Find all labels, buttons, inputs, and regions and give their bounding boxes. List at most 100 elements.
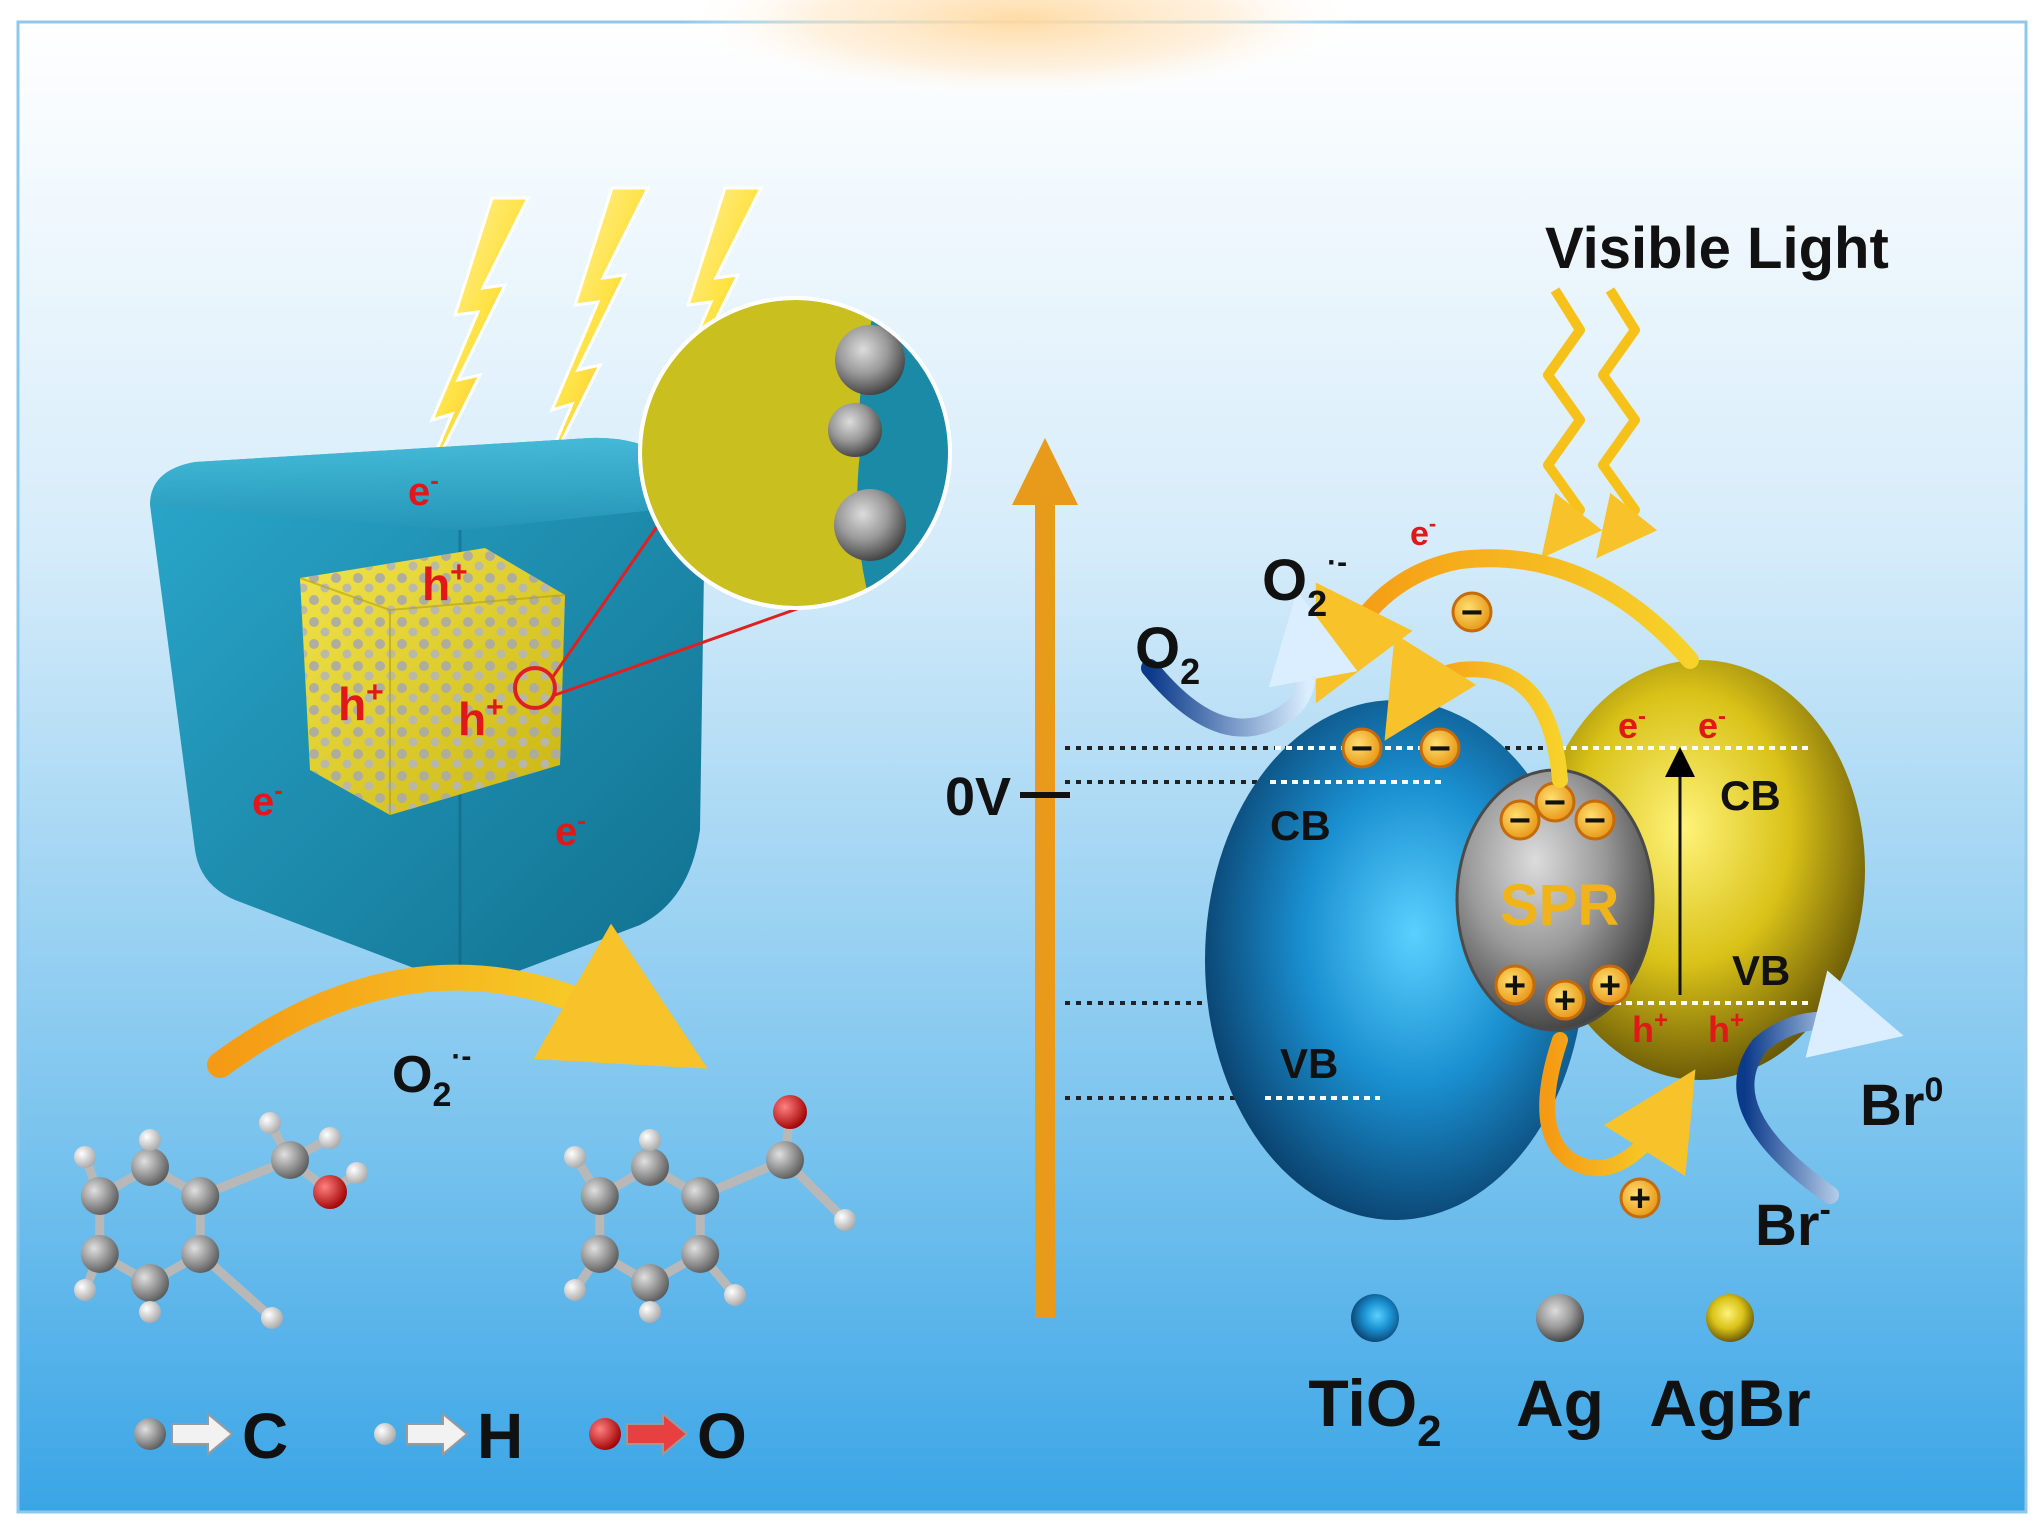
electron-dot: − (1534, 781, 1576, 824)
atom-legend-item: C (134, 1400, 288, 1472)
visible-light-label: Visible Light (1545, 216, 1889, 281)
benzaldehyde-molecule (564, 1095, 856, 1323)
cube-top-face (150, 437, 705, 530)
energy-axis-head (1012, 438, 1078, 505)
electron-dot: − (1499, 799, 1541, 842)
carbon-atom (181, 1235, 220, 1273)
minus-sign: − (1544, 782, 1566, 824)
sun-glow (680, 0, 1360, 100)
material-legend-item: Ag (1516, 1294, 1604, 1440)
hole-label: h+ (1632, 1007, 1668, 1050)
ag-nanoparticle (828, 403, 882, 457)
material-legend-item: TiO2 (1308, 1294, 1442, 1456)
carbon-atom (631, 1148, 669, 1186)
legend-atom-swatch (134, 1418, 166, 1450)
carbon-atom (580, 1177, 619, 1215)
material-label: Ag (1516, 1366, 1604, 1440)
spr-label: SPR (1500, 873, 1619, 938)
hole-dot: + (1619, 1177, 1661, 1220)
carbon-atom (631, 1264, 669, 1302)
visible-light-rays: Visible Light (1541, 216, 1889, 559)
electron-label: e- (1618, 703, 1646, 746)
electron-transfer-arrow (1384, 633, 1568, 788)
plus-sign: + (1599, 965, 1621, 1007)
reaction-arrow: O2·- (207, 923, 708, 1114)
electron-label: e- (1698, 703, 1726, 746)
hydrogen-atom (639, 1301, 661, 1323)
electron-label: e- (555, 805, 586, 854)
carbon-atom (681, 1235, 720, 1273)
material-swatch (1536, 1294, 1584, 1342)
minus-sign: − (1584, 800, 1606, 842)
hole-dot: + (1494, 964, 1536, 1007)
atom-legend-item: O (589, 1400, 747, 1472)
electron-label: e- (1410, 511, 1436, 553)
plus-sign: + (1554, 980, 1576, 1022)
legend-arrow-icon (406, 1411, 469, 1457)
hydrogen-atom (319, 1127, 341, 1149)
material-legend: TiO2 Ag AgBr (1308, 1294, 1811, 1456)
tio2-vb-label: VB (1280, 1040, 1338, 1087)
oxidation-arrow (207, 923, 708, 1078)
oxygen-label: O2 (1135, 616, 1200, 692)
hole-dot: + (1589, 964, 1631, 1007)
oxygen-reduction-arrow (1141, 590, 1358, 737)
legend-atom-swatch (589, 1418, 621, 1450)
light-ray-icon (1596, 287, 1658, 559)
molecule-models (74, 1095, 856, 1329)
material-label: AgBr (1649, 1366, 1810, 1440)
hydrogen-atom (346, 1162, 368, 1184)
core-shell-cube (150, 437, 851, 984)
carbon-atom (181, 1177, 220, 1215)
minus-sign: − (1429, 728, 1451, 770)
hydrogen-atom (724, 1284, 746, 1306)
zoom-circle (513, 666, 557, 710)
oxygen-atom (313, 1175, 347, 1209)
carbon-atom (80, 1235, 119, 1273)
electron-dot: − (1574, 799, 1616, 842)
hole-label: h+ (1708, 1007, 1744, 1050)
carbon-atom (80, 1177, 119, 1215)
bromide-label: Br- (1755, 1191, 1831, 1258)
legend-atom-label: O (697, 1400, 747, 1472)
hydrogen-atom (139, 1301, 161, 1323)
light-ray-icon (1541, 287, 1603, 559)
minus-sign: − (1351, 728, 1373, 770)
carbon-atom (681, 1177, 720, 1215)
benzyl-alcohol-molecule (74, 1112, 368, 1329)
plus-sign: + (1629, 1178, 1651, 1220)
cube-charge-labels: e- h+ h+ h+ e- e- (252, 465, 586, 854)
carbon-atom (766, 1141, 804, 1179)
charge-dots: −−−−−−++++ (1341, 591, 1661, 1220)
hydrogen-atom (834, 1209, 856, 1231)
hydrogen-atom (261, 1307, 283, 1329)
hydrogen-atom (564, 1146, 586, 1168)
hole-dot: + (1544, 979, 1586, 1022)
hydrogen-atom (74, 1146, 96, 1168)
bromine-label: Br0 (1860, 1071, 1943, 1138)
carbon-atom (131, 1264, 169, 1302)
electron-label: e- (252, 775, 283, 824)
legend-arrow-icon (626, 1411, 689, 1457)
electron-label: e- (408, 465, 439, 514)
minus-sign: − (1509, 800, 1531, 842)
hydrogen-atom (564, 1279, 586, 1301)
hydrogen-atom (139, 1129, 161, 1151)
hole-label: h+ (338, 676, 384, 730)
ag-nanoparticle (834, 489, 906, 561)
legend-atom-label: H (477, 1400, 523, 1472)
oxygen-atom (773, 1095, 807, 1129)
ag-nanoparticle (835, 325, 905, 395)
plus-sign: + (1504, 965, 1526, 1007)
legend-atom-label: C (242, 1400, 288, 1472)
agbr-vb-label: VB (1732, 947, 1790, 994)
bromide-oxidation-arrow (1736, 970, 1904, 1204)
electron-transfer-arrow (1315, 549, 1699, 704)
hole-label: h+ (422, 556, 468, 610)
hole-label: h+ (458, 691, 504, 745)
hole-transfer-arrow (1539, 1032, 1696, 1177)
hydrogen-atom (639, 1129, 661, 1151)
